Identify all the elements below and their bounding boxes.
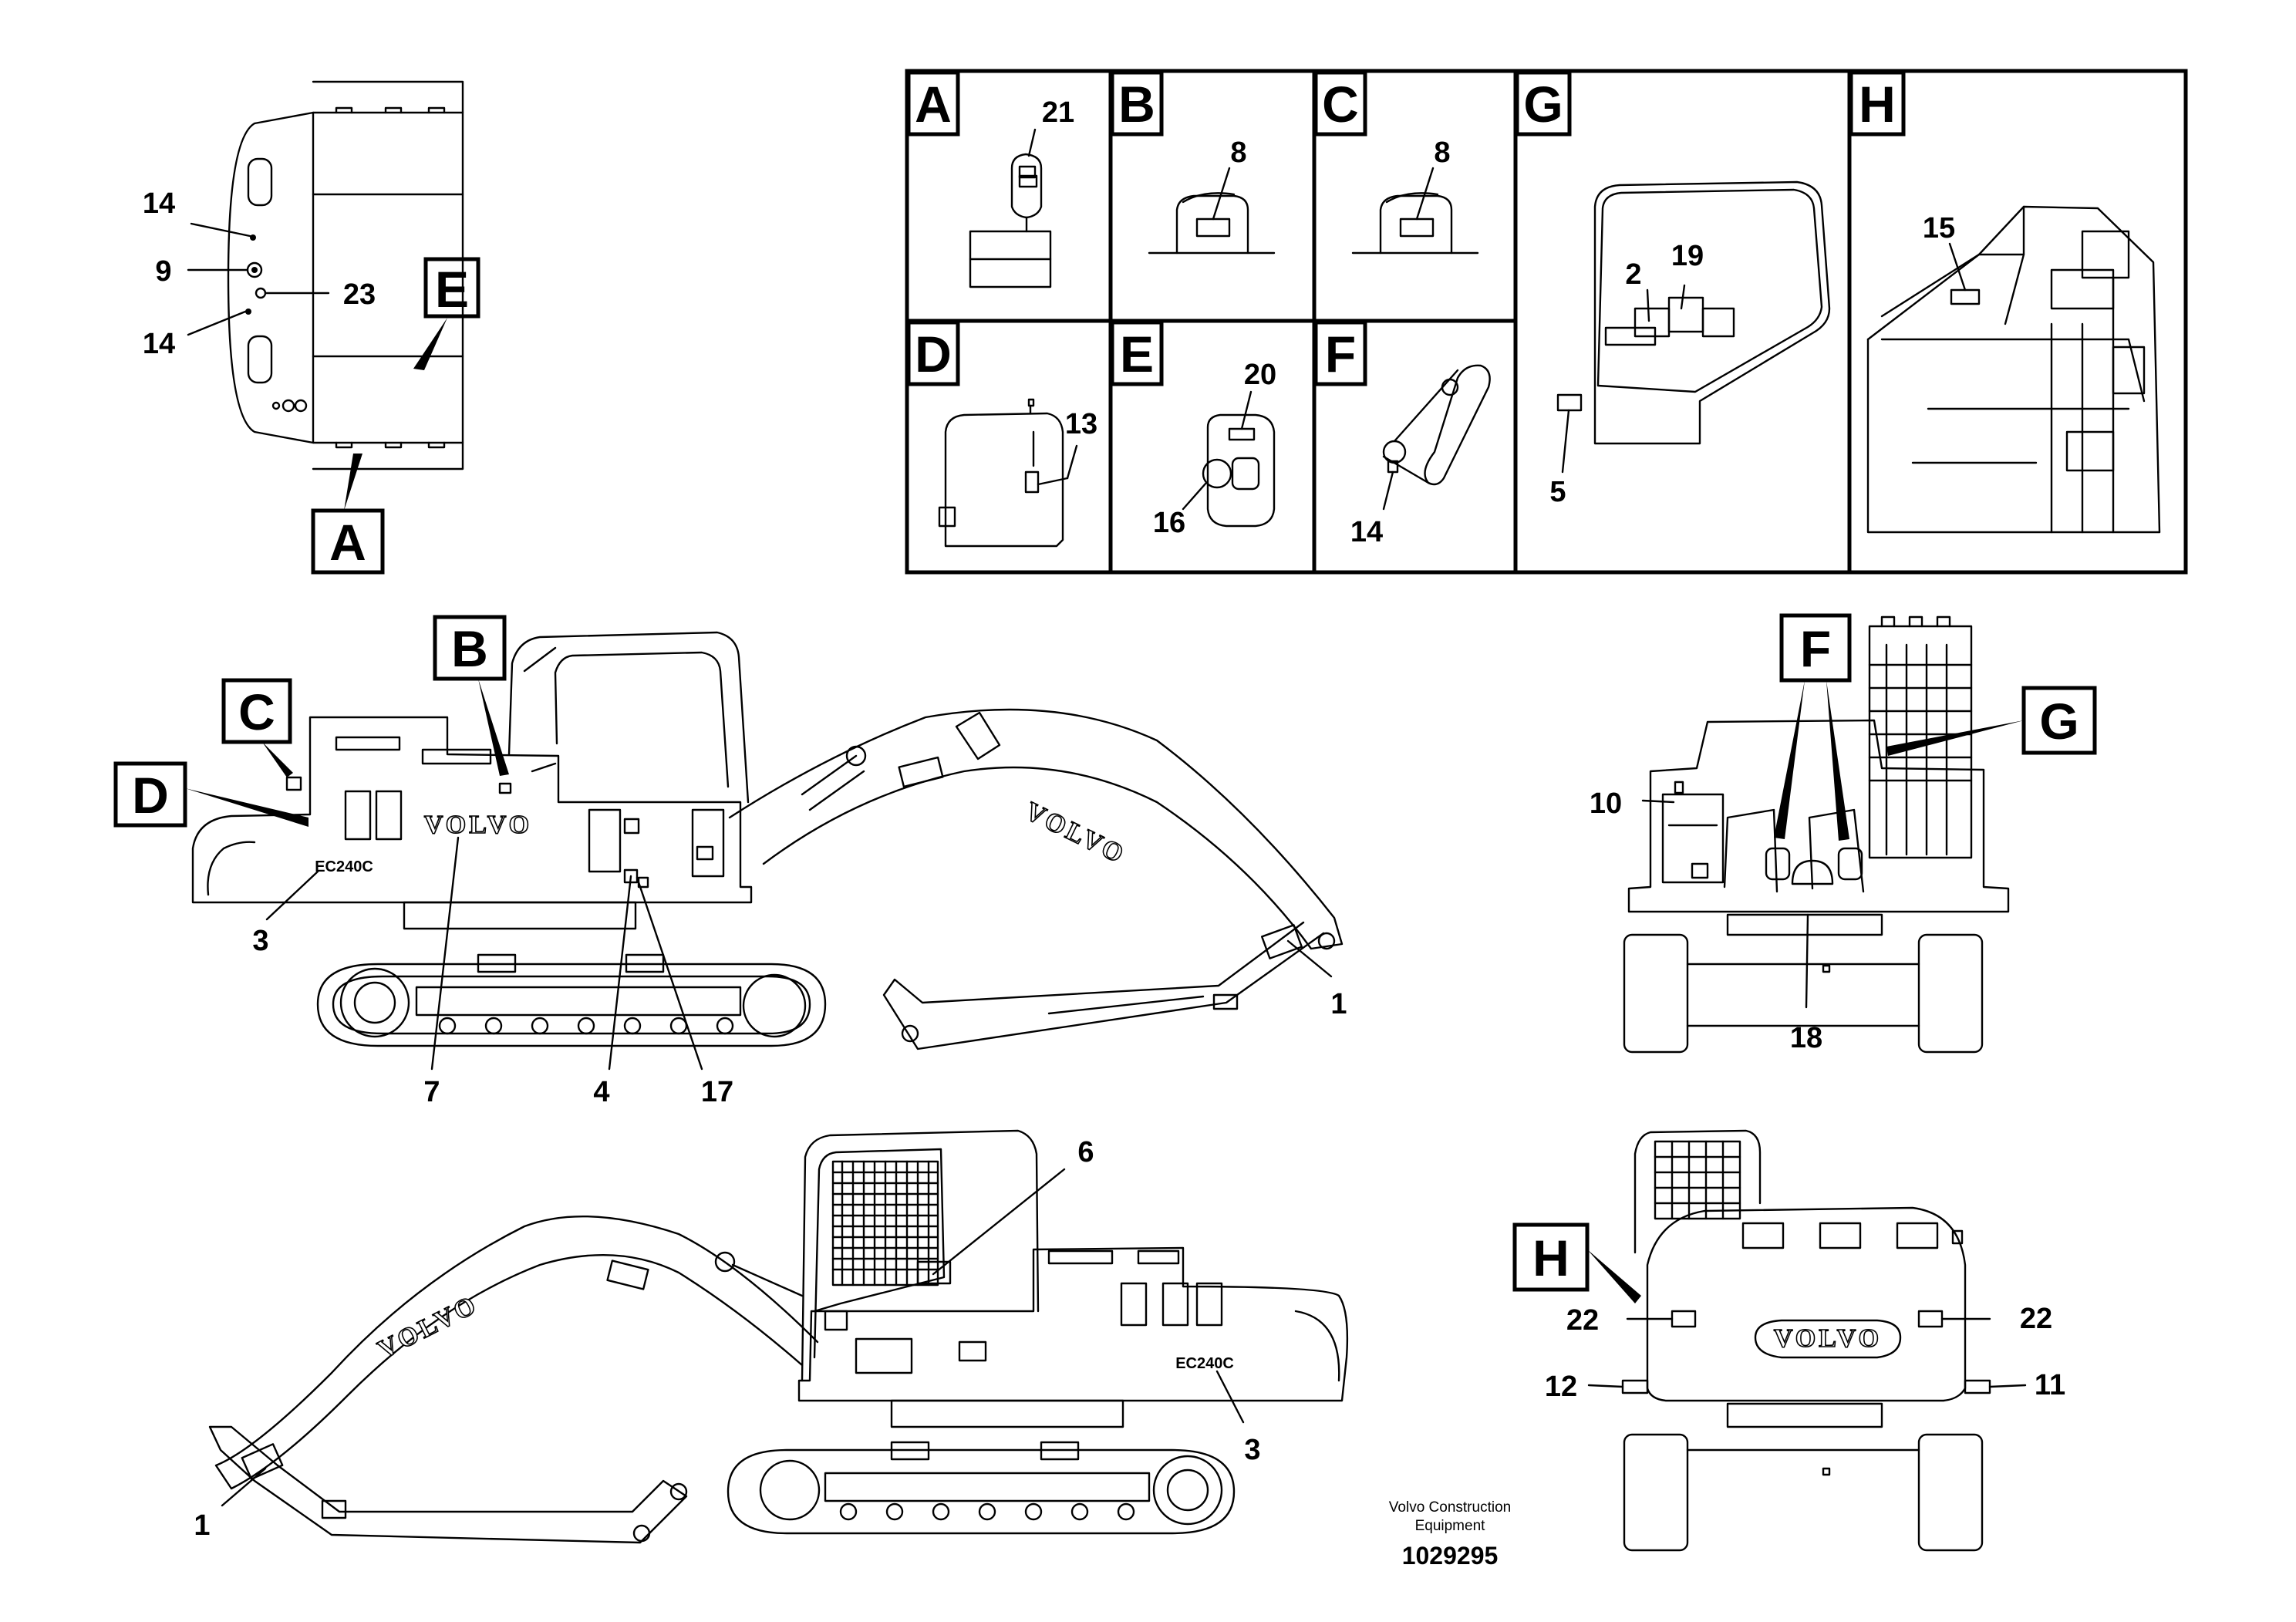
svg-text:3: 3 [1244, 1434, 1260, 1466]
svg-text:E: E [435, 261, 469, 318]
svg-text:20: 20 [1244, 359, 1276, 391]
company-line-2: Equipment [1415, 1518, 1486, 1534]
svg-text:VOLVO: VOLVO [1020, 797, 1130, 870]
svg-text:A: A [329, 514, 366, 571]
svg-text:22: 22 [2020, 1303, 2052, 1335]
svg-text:B: B [451, 620, 488, 677]
drawing-number: 1029295 [1402, 1542, 1499, 1570]
detail-panel: A B C G H D E F [905, 69, 2188, 575]
front-view: 10 18 F G [1590, 613, 2097, 1054]
svg-text:B: B [1118, 76, 1155, 133]
detail-e-sketch: 20 16 [1153, 359, 1276, 539]
rear-cab-mesh [1654, 1140, 1741, 1220]
svg-text:EC240C: EC240C [1175, 1355, 1234, 1372]
svg-text:14: 14 [143, 328, 175, 360]
svg-text:1: 1 [1330, 988, 1347, 1020]
svg-text:19: 19 [1671, 240, 1704, 272]
detail-label-f: F [1313, 320, 1367, 386]
detail-label-c: C [1313, 70, 1367, 137]
svg-text:4: 4 [593, 1076, 609, 1108]
svg-text:14: 14 [143, 187, 175, 220]
svg-text:1: 1 [194, 1509, 210, 1542]
svg-text:10: 10 [1590, 787, 1622, 820]
detail-b-sketch: 8 [1148, 137, 1276, 255]
svg-text:H: H [1859, 76, 1896, 133]
svg-text:C: C [1322, 76, 1359, 133]
svg-text:H: H [1532, 1229, 1569, 1286]
svg-text:E: E [1120, 325, 1154, 383]
svg-text:C: C [238, 683, 275, 740]
left-grilles [344, 790, 640, 873]
detail-label-a: A [906, 70, 960, 137]
svg-text:G: G [2039, 693, 2079, 750]
right-grilles [1120, 1282, 1223, 1327]
svg-text:15: 15 [1923, 212, 1955, 244]
detail-label-g: G [1515, 70, 1572, 137]
svg-text:13: 13 [1065, 408, 1097, 440]
svg-text:12: 12 [1545, 1371, 1577, 1403]
svg-text:D: D [915, 325, 952, 383]
svg-text:F: F [1800, 620, 1831, 677]
svg-text:6: 6 [1077, 1136, 1094, 1168]
detail-f-sketch: 14 [1350, 364, 1491, 548]
detail-label-h: H [1849, 70, 1906, 137]
detail-c-sketch: 8 [1351, 137, 1479, 255]
svg-text:22: 22 [1566, 1304, 1599, 1337]
detail-label-b: B [1110, 70, 1164, 137]
detail-label-d: D [906, 320, 960, 386]
svg-text:F: F [1325, 325, 1356, 383]
svg-text:2: 2 [1625, 258, 1641, 291]
drawing-footer: Volvo Construction Equipment 1029295 [1389, 1499, 1511, 1570]
svg-text:18: 18 [1790, 1022, 1822, 1054]
right-rollers [839, 1502, 1135, 1521]
svg-text:3: 3 [252, 925, 268, 957]
rear-vents [1741, 1222, 1939, 1249]
svg-text:7: 7 [423, 1076, 440, 1108]
svg-text:VOLVO: VOLVO [1774, 1324, 1882, 1353]
right-side-view: EC240C VOLVO 6 3 1 [194, 1129, 1349, 1544]
svg-text:11: 11 [2035, 1369, 2065, 1401]
svg-text:17: 17 [701, 1076, 733, 1108]
top-view: 14 9 23 14 E A [143, 80, 480, 575]
svg-text:23: 23 [343, 278, 376, 311]
left-side-view: VOLVO EC240C VOLVO 3 7 4 17 1 [113, 615, 1347, 1108]
detail-a-sketch: 21 [969, 96, 1074, 288]
front-cab-mesh [1868, 643, 1973, 856]
detail-d-sketch: 13 [938, 398, 1097, 548]
svg-text:9: 9 [155, 255, 171, 288]
detail-h-sketch: 15 [1866, 205, 2161, 534]
svg-text:EC240C: EC240C [315, 858, 373, 875]
detail-label-e: E [1110, 320, 1164, 386]
svg-text:A: A [915, 76, 952, 133]
cab-guard-mesh [831, 1160, 939, 1286]
svg-text:8: 8 [1434, 137, 1450, 169]
svg-text:21: 21 [1042, 96, 1074, 129]
svg-text:D: D [132, 767, 169, 824]
rear-view: VOLVO 22 22 12 11 H [1512, 1129, 2065, 1552]
svg-text:8: 8 [1230, 137, 1246, 169]
svg-text:VOLVO: VOLVO [373, 1290, 483, 1364]
svg-text:5: 5 [1549, 476, 1566, 508]
detail-g-sketch: 2 19 5 [1549, 180, 1831, 508]
svg-text:VOLVO: VOLVO [424, 811, 532, 839]
company-line-1: Volvo Construction [1389, 1499, 1511, 1516]
svg-text:16: 16 [1153, 507, 1185, 539]
svg-text:14: 14 [1350, 516, 1383, 548]
svg-text:G: G [1523, 76, 1563, 133]
